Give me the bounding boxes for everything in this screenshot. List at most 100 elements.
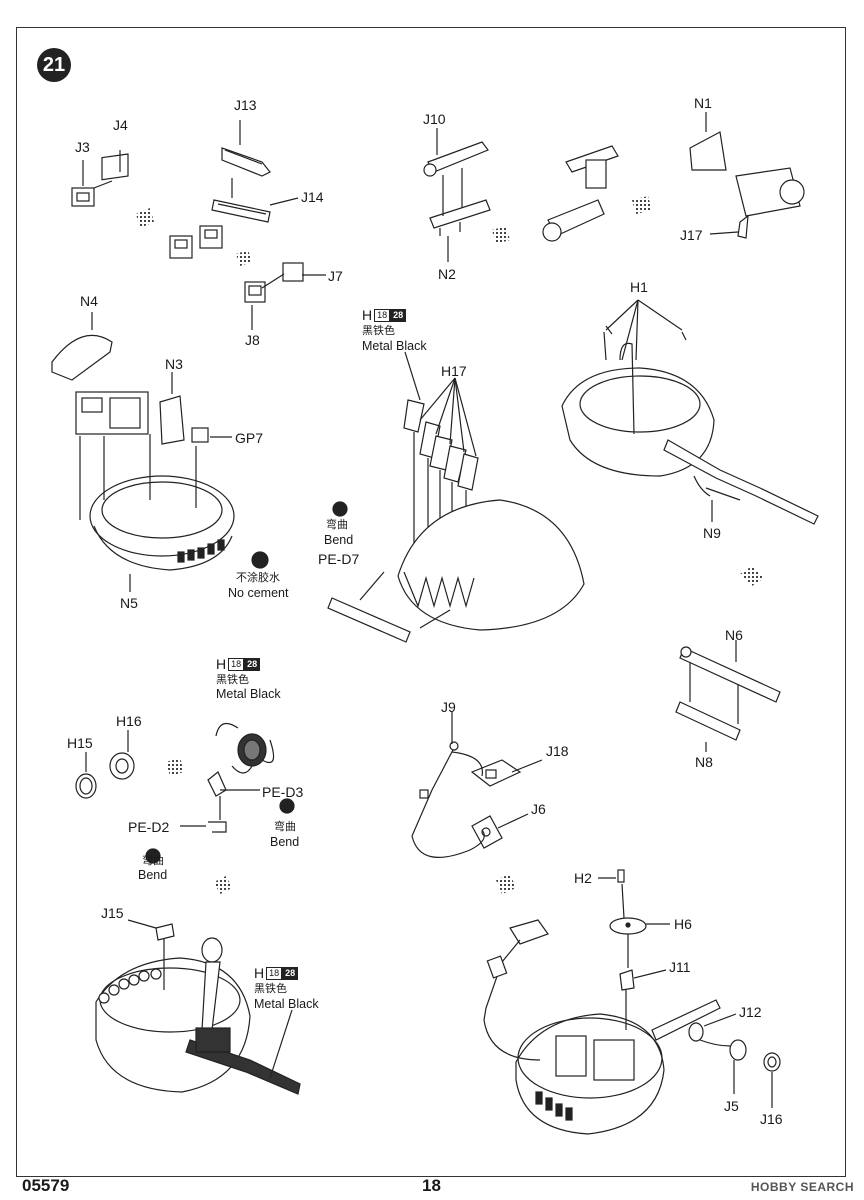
part-h16-drawing xyxy=(109,752,135,780)
step-arrow-5 xyxy=(740,566,764,586)
part-j7-drawing xyxy=(282,262,304,282)
step-arrow-7 xyxy=(214,876,232,894)
part-j9-drawing xyxy=(411,741,459,837)
gun-shield-h-drawing xyxy=(237,733,267,767)
bend-zh-a: 弯曲 xyxy=(326,519,348,531)
pe-d7-strip-drawing xyxy=(327,597,411,643)
label-n4: N4 xyxy=(80,293,98,309)
bend-zh-c: 弯曲 xyxy=(142,855,164,867)
part-n2-drawing xyxy=(429,199,491,236)
label-pe-d7: PE-D7 xyxy=(318,551,360,567)
part-j10-drawing xyxy=(423,141,489,177)
step-arrows xyxy=(136,196,764,894)
step-arrow-6 xyxy=(166,758,184,776)
assembled-j10-n2-drawing xyxy=(542,145,619,242)
label-j10: J10 xyxy=(423,111,446,127)
label-pe-d3: PE-D3 xyxy=(262,784,304,800)
color-name-zh-a: 黑铁色 xyxy=(362,325,395,337)
step-arrow-8 xyxy=(496,874,516,894)
color-name-en-b: Metal Black xyxy=(216,687,281,701)
no-cement-zh: 不涂胶水 xyxy=(236,572,280,584)
part-h6-drawing xyxy=(609,917,670,935)
part-j12-drawing xyxy=(688,1013,737,1042)
label-j6: J6 xyxy=(531,801,546,817)
pe-d2-bracket-drawing xyxy=(208,821,227,833)
bend-zh-b: 弯曲 xyxy=(274,821,296,833)
step-number-badge: 21 xyxy=(37,48,71,82)
turret-j15-drawing xyxy=(95,957,251,1093)
mounted-gun-drawing xyxy=(185,1027,301,1095)
part-j3-drawing xyxy=(71,187,95,207)
part-n8-drawing xyxy=(675,701,741,741)
label-j17: J17 xyxy=(680,227,703,243)
gun-shield-drawing xyxy=(201,937,223,1031)
label-h16: H16 xyxy=(116,713,142,729)
watermark: HOBBY SEARCH xyxy=(750,1180,854,1194)
mechanism-drawing xyxy=(75,391,149,435)
h17-parts-drawing xyxy=(403,399,479,491)
label-j4: J4 xyxy=(113,117,128,133)
step-arrow-1 xyxy=(136,208,154,228)
color-name-zh-c: 黑铁色 xyxy=(254,983,287,995)
label-j12: J12 xyxy=(739,1004,762,1020)
label-j14: J14 xyxy=(301,189,324,205)
label-h17: H17 xyxy=(441,363,467,379)
part-h2-drawing xyxy=(598,869,625,883)
label-n3: N3 xyxy=(165,356,183,372)
turret-main-drawing xyxy=(515,1013,665,1135)
part-j6-drawing xyxy=(471,815,503,849)
label-j7: J7 xyxy=(328,268,343,284)
part-j15-drawing xyxy=(155,923,175,941)
label-j11: J11 xyxy=(669,959,691,975)
part-gp7-drawing xyxy=(191,427,232,443)
bend-en-b: Bend xyxy=(270,835,300,849)
part-j8-drawing xyxy=(244,281,266,303)
label-n5: N5 xyxy=(120,595,138,611)
step-arrow-4 xyxy=(632,196,652,214)
turret-h17-drawing xyxy=(397,499,585,631)
part-j4-drawing xyxy=(101,153,129,181)
label-h2: H2 xyxy=(574,870,592,886)
label-j16: J16 xyxy=(760,1111,783,1127)
step-arrow-2 xyxy=(236,250,252,266)
label-h15: H15 xyxy=(67,735,93,751)
label-h1: H1 xyxy=(630,279,648,295)
step-arrow-3 xyxy=(492,226,510,244)
part-n4-drawing xyxy=(51,312,113,381)
gun-n6-drawing xyxy=(679,646,781,703)
page-frame xyxy=(16,27,846,1177)
page-number: 18 xyxy=(422,1176,441,1195)
label-h6: H6 xyxy=(674,916,692,932)
no-cement-en: No cement xyxy=(228,586,289,600)
label-n2: N2 xyxy=(438,266,456,282)
part-n1-drawing xyxy=(689,112,805,217)
color-name-en-a: Metal Black xyxy=(362,339,427,353)
label-j3: J3 xyxy=(75,139,90,155)
part-j13-drawing xyxy=(221,147,271,177)
label-n6: N6 xyxy=(725,627,743,643)
label-pe-d2: PE-D2 xyxy=(128,819,170,835)
blocks-drawing xyxy=(169,225,223,259)
label-gp7: GP7 xyxy=(235,430,264,446)
label-n8: N8 xyxy=(695,754,713,770)
label-n1: N1 xyxy=(694,95,712,111)
label-j5: J5 xyxy=(724,1098,739,1114)
pe-d3-bracket-drawing xyxy=(207,771,227,797)
part-j18-drawing xyxy=(470,759,522,787)
color-name-zh-b: 黑铁色 xyxy=(216,674,249,686)
label-n9: N9 xyxy=(703,525,721,541)
bend-en-a: Bend xyxy=(324,533,354,547)
bend-en-c: Bend xyxy=(138,868,168,882)
part-j11-drawing xyxy=(619,969,667,991)
label-j8: J8 xyxy=(245,332,260,348)
label-j18: J18 xyxy=(546,743,569,759)
part-h15-drawing xyxy=(75,773,97,799)
part-j16-drawing xyxy=(763,1052,781,1108)
mirror-arm-drawing xyxy=(483,919,549,1061)
gun-n9-drawing xyxy=(663,439,819,525)
